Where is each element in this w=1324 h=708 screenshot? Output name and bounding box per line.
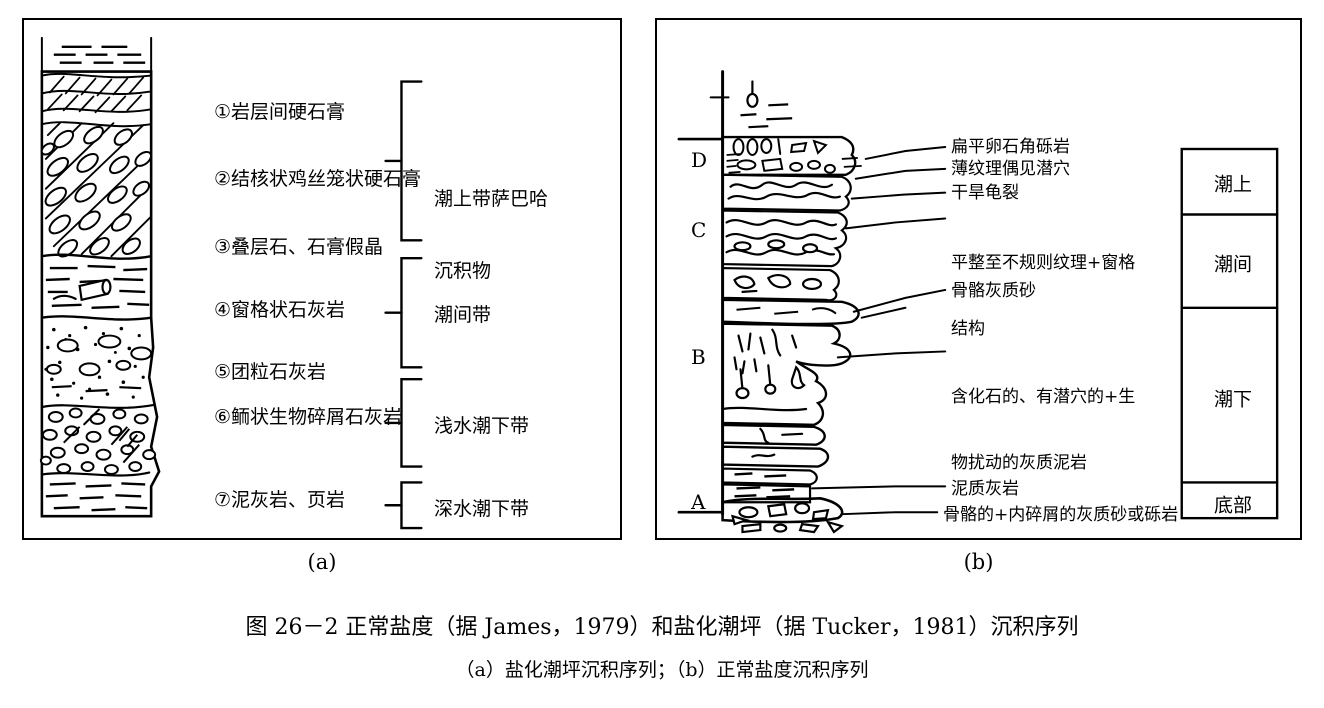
feature-label-flat-irregular-lamination: 平整至不规则纹理+窗格 结构 [951,208,1135,384]
feature-label-argillaceous-limestone: 泥质灰岩 [951,479,1019,499]
zone-bracket-label-supratidal: 潮上带萨巴哈 沉积物 [434,139,548,331]
zone-box-label-subtidal: 潮下 [1213,388,1252,411]
feature-label-thin-lamination-burrows: 薄纹理偶见潜穴 [951,159,1070,179]
unit-marker-a: A [691,490,706,514]
unit-marker-c: C [691,218,707,242]
feature-label-basal-conglomerate: 骨骼的+内碎屑的灰质砂或砾岩 [943,505,1179,525]
feature-label-flat-irregular-lamination-line1: 平整至不规则纹理+窗格 [951,253,1136,273]
figure-caption-main: 图 26－2 正常盐度（据 James，1979）和盐化潮坪（据 Tucker，… [245,615,1079,640]
zone-bracket-label-supratidal-line1: 潮上带萨巴哈 [434,188,549,210]
panel-b-normal-salinity: D C B A 扁平卵石角砾岩 薄纹理偶见潜穴 干旱龟裂 平整至不规则纹理+窗格… [655,18,1302,540]
lithology-label-4: ④窗格状石灰岩 [214,299,346,321]
lithology-label-6: ⑥鲕状生物碎屑石灰岩 [214,406,403,428]
feature-label-flat-pebble-breccia: 扁平卵石角砾岩 [951,137,1070,157]
zone-box-label-basal: 底部 [1213,494,1252,517]
panel-b-stratigraphic-column-graphic [677,70,1279,534]
panel-a-stratigraphic-column-graphic [39,36,423,530]
lithology-label-5: ⑤团粒石灰岩 [214,361,327,383]
feature-label-fossiliferous-burrowed-mudstone-line2: 物扰动的灰质泥岩 [951,453,1087,473]
lithology-label-1: ①岩层间硬石膏 [214,101,346,123]
zone-bracket-label-supratidal-line2: 沉积物 [434,260,492,282]
zone-bracket-label-deep-subtidal: 深水潮下带 [434,498,530,520]
feature-label-skeletal-calcareous-sand: 骨骼灰质砂 [951,281,1036,301]
lithology-label-3: ③叠层石、石膏假晶 [214,236,384,258]
feature-label-fossiliferous-burrowed-mudstone-line1: 含化石的、有潜穴的+生 [951,387,1136,407]
figure-caption-sub: （a）盐化潮坪沉积序列；（b）正常盐度沉积序列 [455,659,869,681]
zone-box-label-intertidal: 潮间 [1213,253,1252,276]
feature-label-flat-irregular-lamination-line2: 结构 [951,319,985,339]
zone-bracket-label-intertidal: 潮间带 [434,304,492,326]
unit-marker-d: D [691,148,708,172]
panel-a-caption: (a) [307,550,337,574]
feature-label-desiccation-cracks: 干旱龟裂 [951,183,1019,203]
zone-box-label-supratidal: 潮上 [1213,173,1252,196]
feature-label-fossiliferous-burrowed-mudstone: 含化石的、有潜穴的+生 物扰动的灰质泥岩 [951,342,1135,518]
panel-a-salinized-tidal-flat: ①岩层间硬石膏 ②结核状鸡丝笼状硬石膏 ③叠层石、石膏假晶 ④窗格状石灰岩 ⑤团… [22,18,622,540]
lithology-label-7: ⑦泥灰岩、页岩 [214,489,346,511]
panel-b-caption: (b) [963,550,994,574]
unit-marker-b: B [691,345,706,369]
zone-bracket-label-shallow-subtidal: 浅水潮下带 [434,415,530,437]
lithology-label-2: ②结核状鸡丝笼状硬石膏 [214,168,422,190]
